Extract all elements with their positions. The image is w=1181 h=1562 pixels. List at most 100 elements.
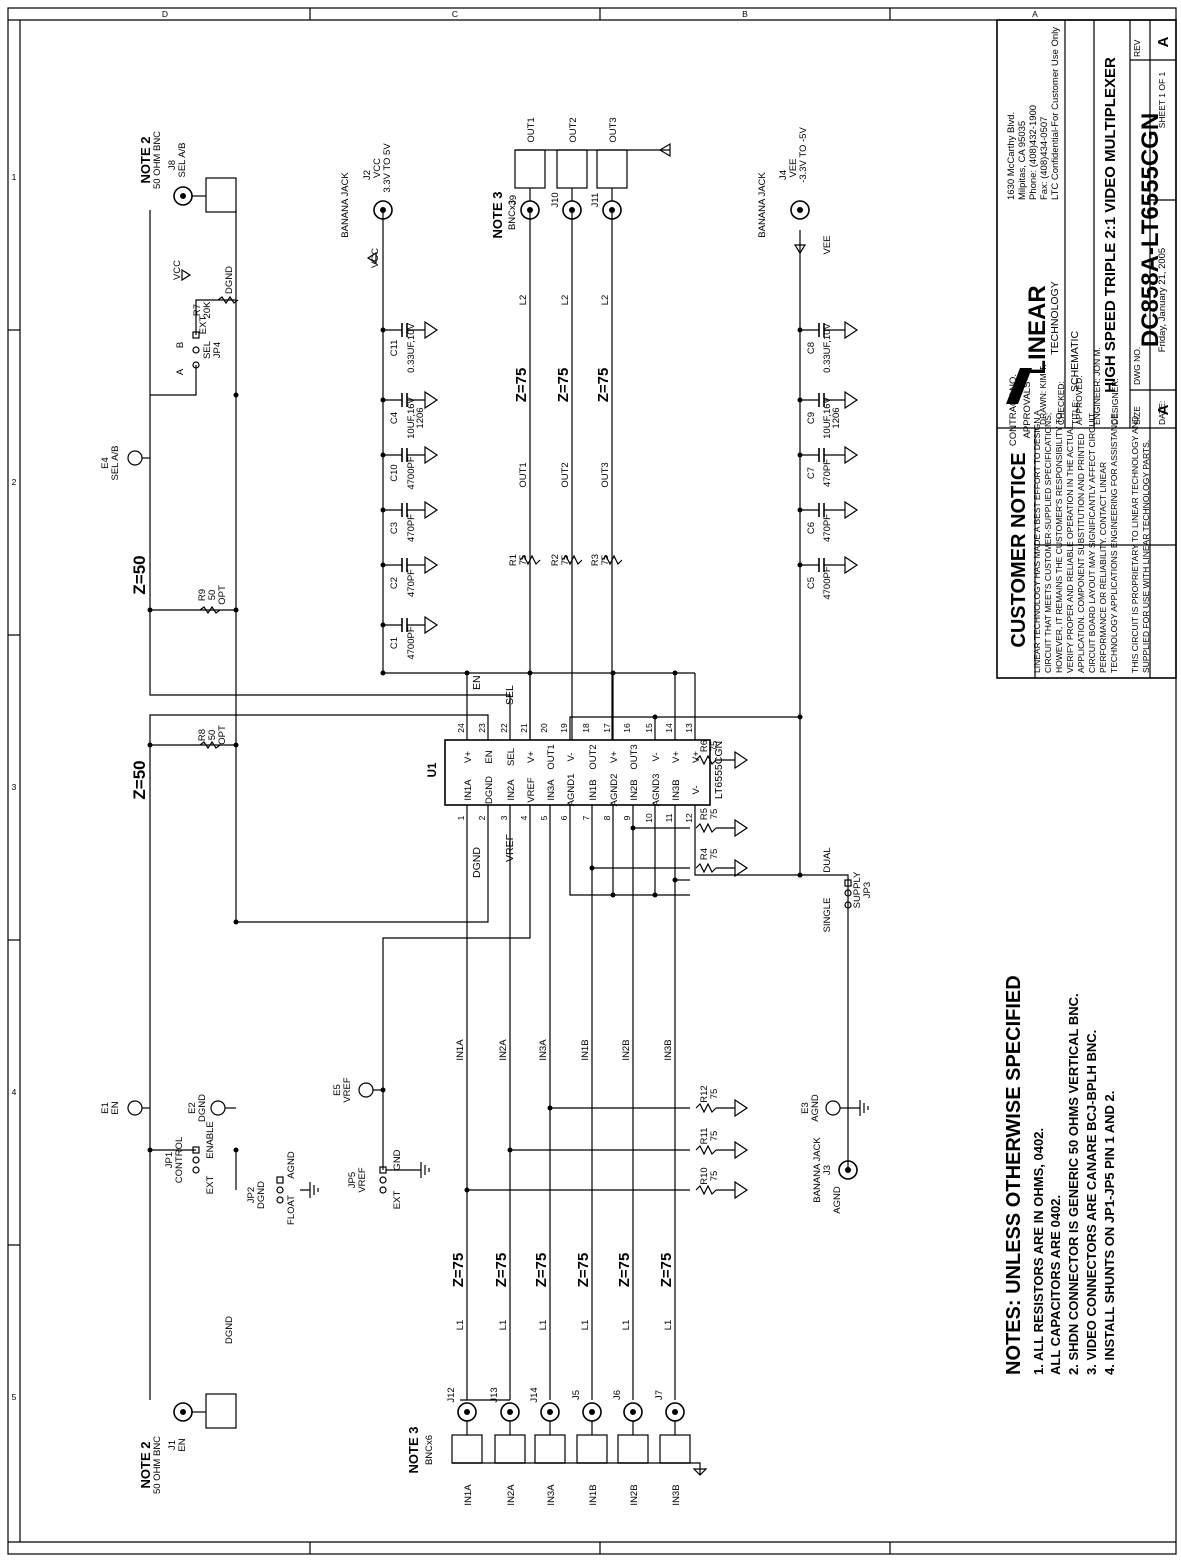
notice-line: CIRCUIT BOARD LAYOUT MAY SIGNIFICANTLY A… [1087, 413, 1097, 673]
resistor-ref: R11 [699, 1128, 710, 1145]
ic-pin-number: 7 [581, 815, 591, 820]
output-resistor-value: 75 [600, 555, 611, 566]
ic-pin-name: AGND3 [651, 774, 662, 807]
ic-pin-number: 3 [499, 815, 509, 820]
jp3-supply: SUPPLY [852, 871, 863, 908]
j3-jack-type: BANANA JACK [812, 1137, 823, 1203]
ic-pin-number: 8 [602, 815, 612, 820]
dwg-label: DWG NO. [1132, 347, 1142, 385]
title-label: TITLE: [1070, 399, 1080, 425]
ground-icon [424, 445, 439, 465]
e5-ref: E5 [332, 1084, 343, 1096]
vee-jack-ref: J4 [778, 170, 789, 180]
capacitor-package: 1206 [831, 407, 842, 428]
zone-label: 1 [12, 172, 17, 182]
jp4-ext: EXT [198, 316, 209, 335]
en-dgnd-label: DGND [224, 1316, 235, 1344]
ground-icon [844, 555, 859, 575]
j3-jack-icon [838, 1160, 858, 1180]
resistor-value: 75 [709, 1171, 720, 1182]
ground-icon [424, 555, 439, 575]
ic-pin-number: 20 [539, 723, 549, 733]
ic-pin-number: 4 [519, 815, 529, 820]
e2-label: DGND [197, 1094, 208, 1122]
vcc-jack-net: VCC [372, 158, 383, 178]
input-connector-net: IN1A [463, 1484, 474, 1506]
input-net-label: IN2B [621, 1039, 632, 1060]
jp1-ext: EXT [205, 1176, 216, 1195]
linear-logo-icon [1006, 368, 1032, 404]
address-line: Fax: (408)434-0507 [1039, 117, 1050, 200]
input-bnc-label: BNCx6 [424, 1435, 435, 1465]
output-inductor: L2 [518, 295, 529, 306]
approvals: APPROVALS [1022, 382, 1033, 439]
en-impedance: Z=50 [130, 760, 149, 799]
output-resistor-value: 75 [560, 555, 571, 566]
input-connector-ref: J6 [612, 1390, 623, 1400]
e3-label: AGND [810, 1094, 821, 1122]
input-inductor: L1 [538, 1320, 549, 1331]
jp4-vcc-arrow-icon [181, 268, 192, 282]
e4-label: SEL A/B [110, 445, 121, 480]
dwg-number: DC858A-LT6555CGN [1137, 113, 1164, 347]
ic-pin-number: 18 [581, 723, 591, 733]
output-inductor: L2 [600, 295, 611, 306]
j1-label: EN [177, 1438, 188, 1451]
input-inductor: L1 [663, 1320, 674, 1331]
ground-icon [424, 500, 439, 520]
ic-pin-number: 24 [456, 723, 466, 733]
supply-section: DUAL SINGLE SUPPLY JP3 E3 AGND BANANA JA… [800, 847, 873, 1213]
input-inductor: L1 [621, 1320, 632, 1331]
resistor-value: 75 [709, 1131, 720, 1142]
capacitor-ref: C4 [389, 412, 400, 424]
ic-pin-number: 14 [664, 723, 674, 733]
title-value: SCHEMATIC [1069, 331, 1081, 392]
r7-ref: R7 [192, 304, 203, 316]
ic-pin-number: 15 [644, 723, 654, 733]
capacitor-ref: C9 [806, 412, 817, 424]
e5-label: VREF [342, 1077, 353, 1103]
zone-label: 2 [12, 477, 17, 487]
ic-pin-name: V- [651, 753, 662, 762]
vcc-jack-range: 3.3V TO 5V [382, 143, 393, 193]
j1-ref: J1 [167, 1440, 178, 1450]
engineer: ENGINEER: JON M. [1092, 347, 1102, 425]
sheet-border: D C B A 1 2 3 4 5 [7, 7, 1177, 1555]
ic-pin-number: 21 [519, 723, 529, 733]
jp1-enable: ENABLE [205, 1121, 216, 1159]
ic-pin-name: IN3A [546, 779, 557, 801]
jp2-agnd: AGND [286, 1151, 297, 1179]
ic-pin-name: SEL [506, 748, 517, 766]
capacitor-value: 10UF,16V [822, 396, 833, 438]
address-line: Phone: (408)432-1900 [1028, 105, 1039, 200]
jp3-dual: DUAL [822, 847, 833, 872]
output-note: NOTE 3 [490, 192, 505, 239]
jp1-ref: JP1 [164, 1152, 175, 1168]
output-connector-ref: J9 [508, 195, 519, 205]
jp5-ref: JP5 [347, 1172, 358, 1188]
resistor-icon [695, 822, 717, 834]
r7-resistor-icon [217, 295, 239, 305]
wiring [147, 210, 849, 1401]
ic-pin-name: V+ [691, 751, 702, 763]
notice-line: CIRCUIT THAT MEETS CUSTOMER-SUPPLIED SPE… [1043, 413, 1053, 673]
zone-label: B [742, 9, 748, 19]
capacitor-value: 470PF [822, 459, 833, 487]
j8-label: SEL A/B [177, 142, 188, 177]
jp2-float: FLOAT [286, 1195, 297, 1225]
resistor-ref: R6 [699, 740, 710, 752]
resistor-icon [519, 554, 541, 566]
r7-value: 20K [202, 301, 213, 319]
